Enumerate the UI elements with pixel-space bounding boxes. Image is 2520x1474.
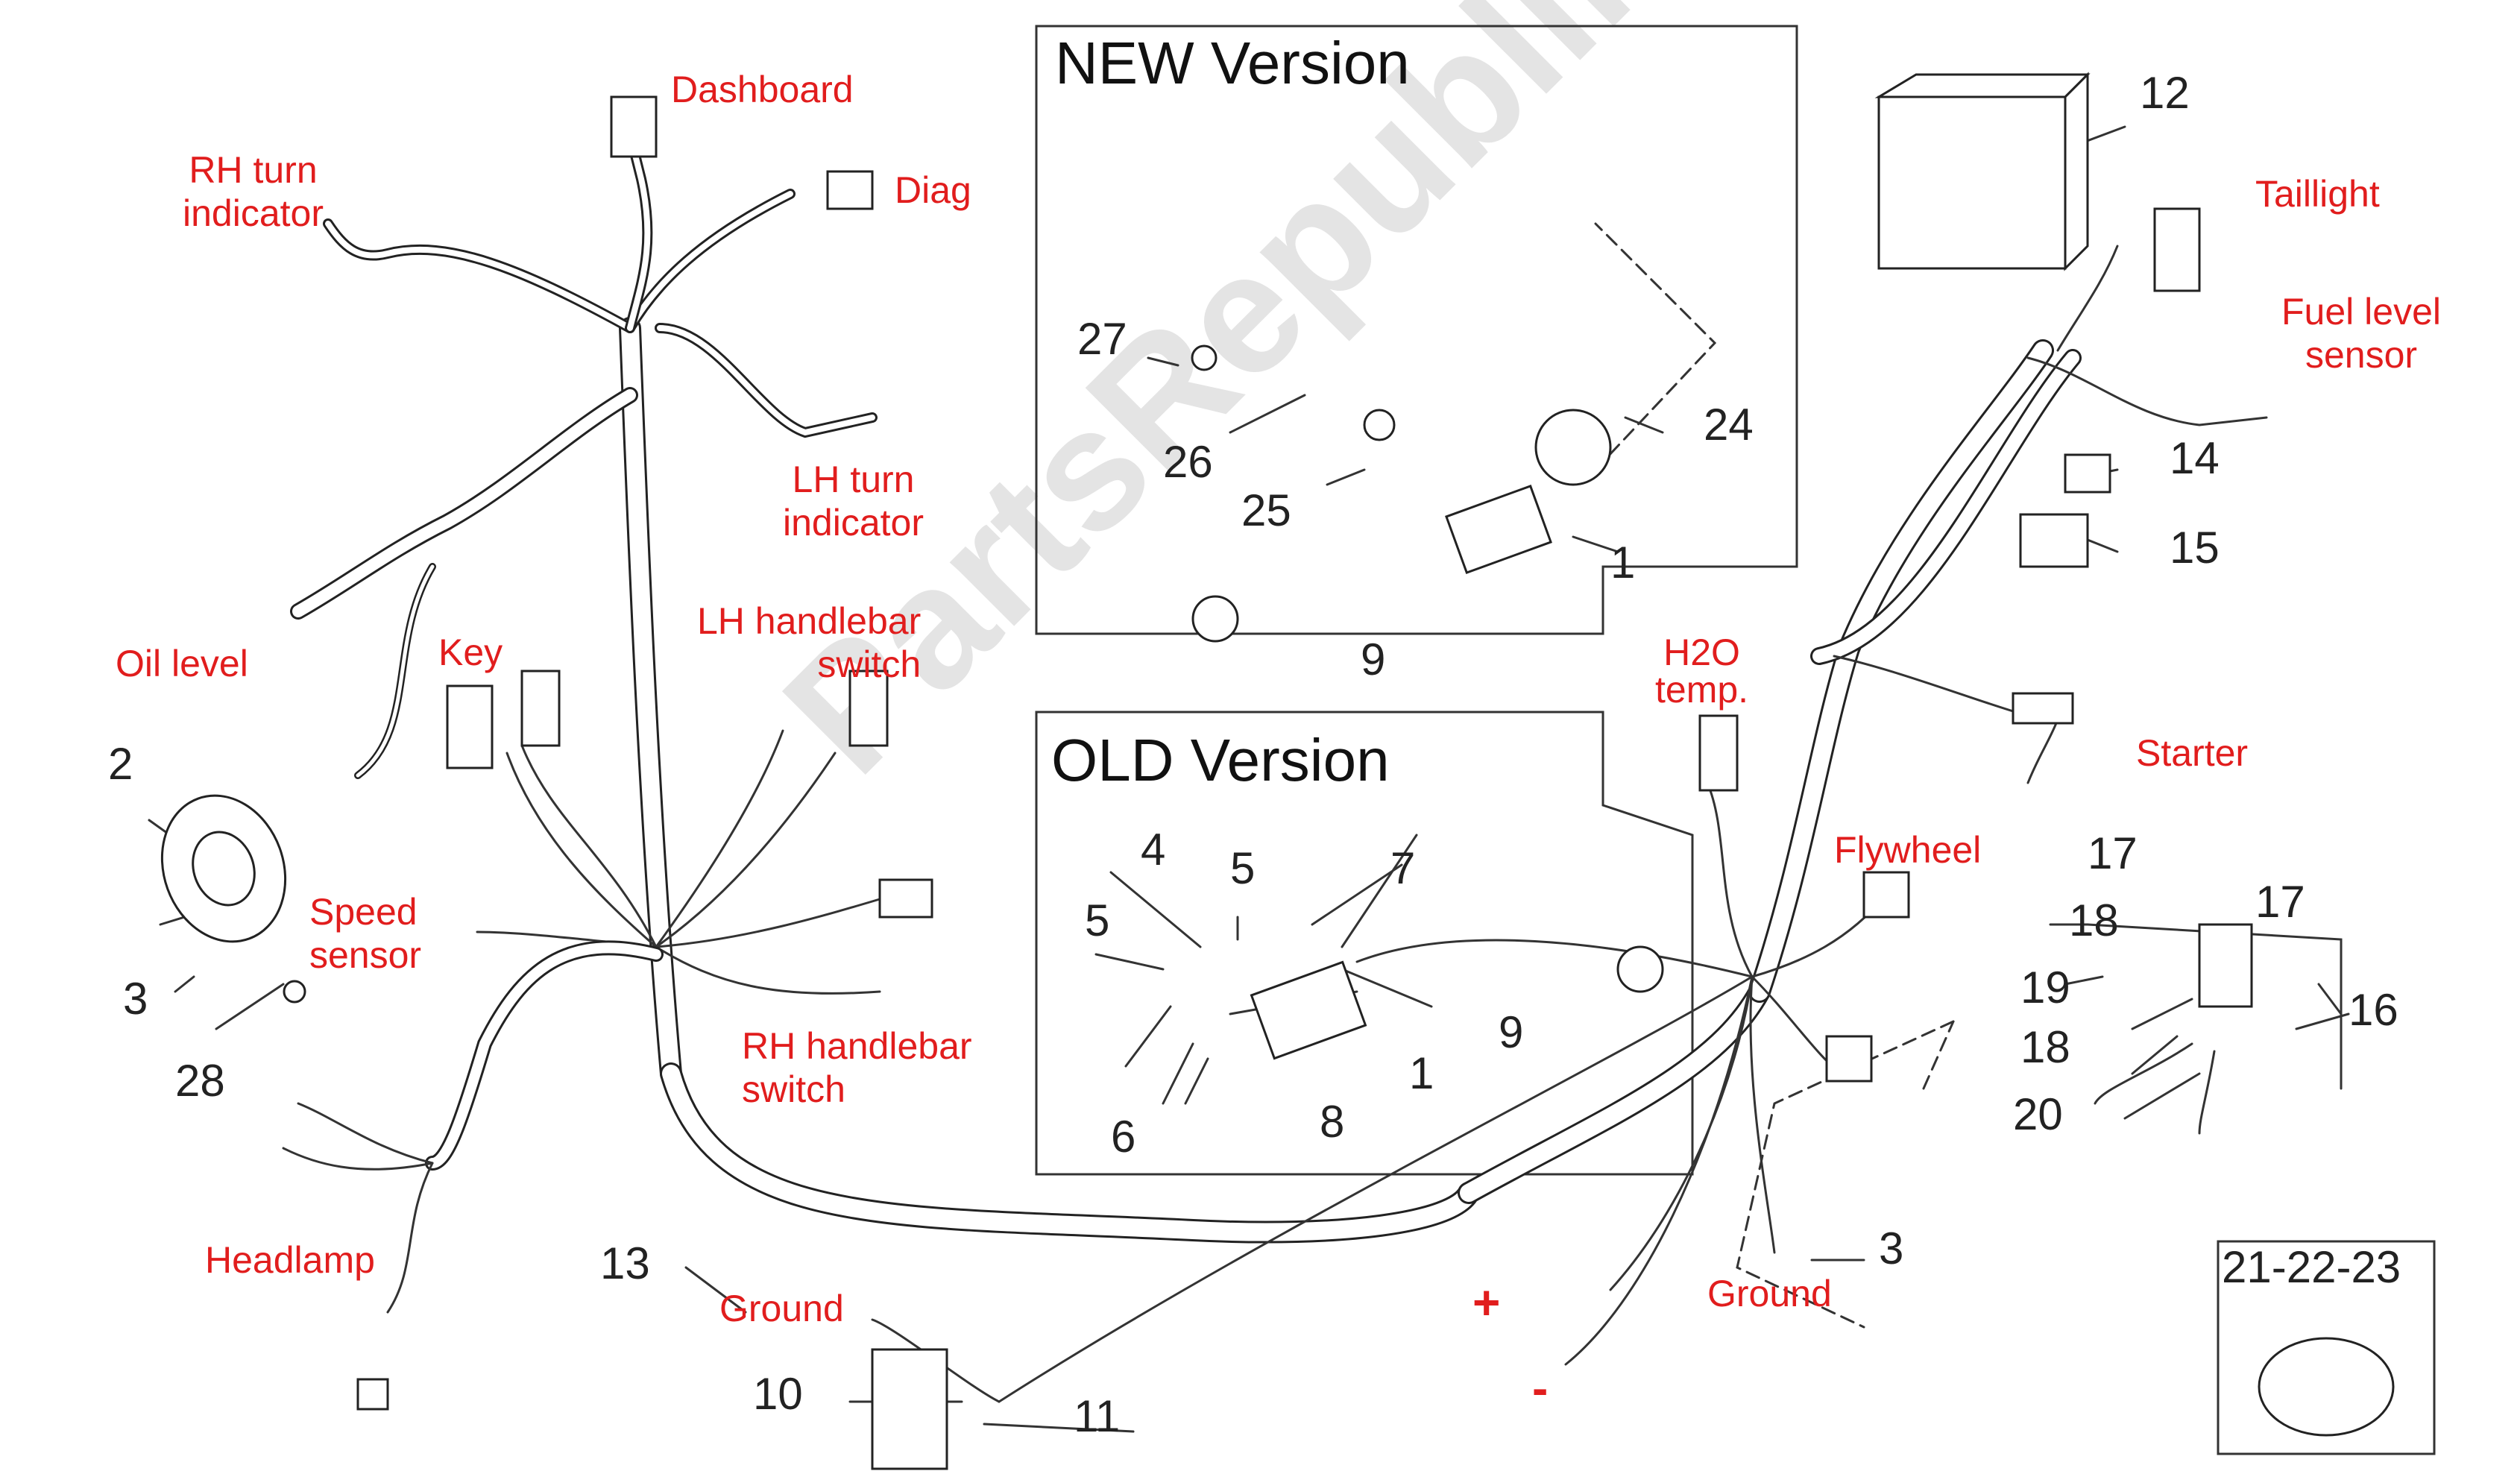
part-number-1-old: 1: [1409, 1048, 1434, 1098]
cdi-new: [1445, 484, 1552, 575]
part-number-2: 2: [108, 739, 133, 789]
battery: [1877, 95, 2067, 270]
part-number-19: 19: [2020, 963, 2070, 1012]
label-speed-sensor: Speed sensor: [309, 891, 422, 976]
spark-cap-new: [1191, 595, 1239, 643]
spark-cap-old: [1616, 945, 1664, 993]
relay-14: [2064, 453, 2111, 494]
part-number-6: 6: [1111, 1112, 1136, 1162]
label-fuel-level-sensor: Fuel level sensor: [2281, 291, 2441, 376]
clip-label: 21-22-23: [2222, 1242, 2401, 1292]
part-number-9-new: 9: [1361, 634, 1386, 684]
label-minus: -: [1532, 1361, 1549, 1415]
part-number-10: 10: [753, 1369, 803, 1419]
old-version-panel: [1035, 711, 1694, 1176]
part-number-3-right: 3: [1879, 1223, 1904, 1273]
part-number-28: 28: [175, 1056, 225, 1106]
part-number-8: 8: [1320, 1097, 1345, 1147]
label-ground-right: Ground: [1707, 1273, 1832, 1314]
label-oil-level: Oil level: [116, 643, 248, 684]
part-number-12: 12: [2140, 68, 2190, 118]
label-h2o-temp: H2O temp.: [1655, 632, 1749, 711]
part-number-4: 4: [1141, 825, 1166, 875]
regulator-10: [871, 1348, 948, 1470]
part-number-3-left: 3: [123, 974, 148, 1024]
clip-21-22-23: [2258, 1337, 2395, 1437]
label-flywheel: Flywheel: [1834, 829, 1982, 871]
part-number-16: 16: [2349, 985, 2398, 1035]
new-version-title: NEW Version: [1055, 30, 1410, 96]
label-key: Key: [438, 632, 503, 673]
part-number-5-right: 5: [1230, 843, 1256, 893]
nut-27: [1191, 344, 1218, 371]
part-number-5-left: 5: [1085, 895, 1110, 945]
part-number-26: 26: [1163, 437, 1213, 487]
label-headlamp: Headlamp: [205, 1239, 375, 1281]
label-lh-handlebar-switch: LH handlebar switch: [697, 600, 922, 685]
part-number-17-top: 17: [2088, 828, 2138, 878]
h2o-sensor: [1698, 714, 1739, 792]
dashboard-connector: [610, 95, 658, 158]
starter-connector: [2012, 692, 2074, 725]
part-number-14: 14: [2170, 433, 2220, 483]
label-rh-handlebar-switch: RH handlebar switch: [742, 1025, 972, 1110]
headlamp-plug: [356, 1378, 389, 1411]
main-harness: [619, 317, 2082, 1244]
diag-connector: [826, 170, 874, 210]
label-diag: Diag: [895, 169, 971, 211]
cdi-old: [1250, 960, 1367, 1060]
label-plus: +: [1472, 1276, 1501, 1329]
label-taillight: Taillight: [2255, 173, 2380, 215]
part-number-13: 13: [600, 1238, 650, 1288]
part-number-27: 27: [1077, 314, 1127, 364]
part-number-20: 20: [2013, 1089, 2063, 1139]
label-starter: Starter: [2136, 732, 2249, 774]
relay-15: [2019, 513, 2089, 568]
key-connector-2: [520, 670, 561, 747]
part-number-17-right: 17: [2255, 877, 2305, 927]
rh-handlebar-connector: [878, 878, 933, 919]
relay-19: [2198, 923, 2253, 1008]
spacer-26: [1363, 409, 1396, 441]
part-number-11: 11: [1074, 1391, 1121, 1441]
part-number-18-bottom: 18: [2020, 1022, 2070, 1072]
label-lh-turn-indicator: LH turn indicator: [783, 459, 924, 544]
part-number-1-new: 1: [1610, 538, 1636, 588]
label-dashboard: Dashboard: [671, 69, 854, 110]
part-number-24: 24: [1704, 400, 1754, 450]
nut-28: [283, 980, 306, 1004]
clip-box: [2217, 1240, 2436, 1455]
part-number-18-top: 18: [2069, 895, 2119, 945]
old-version-title: OLD Version: [1051, 727, 1390, 793]
key-connector: [446, 684, 494, 769]
label-rh-turn-indicator: RH turn indicator: [183, 149, 324, 234]
part-number-9-old: 9: [1499, 1007, 1524, 1057]
part-number-15: 15: [2170, 523, 2220, 573]
label-ground-left: Ground: [719, 1288, 844, 1329]
lh-handlebar-switch: [848, 670, 889, 747]
rear-connector: [1825, 1035, 1873, 1083]
flywheel-connector: [1862, 871, 1910, 919]
pickup-24: [1534, 409, 1612, 486]
new-version-panel: [1035, 25, 1798, 635]
part-number-7: 7: [1390, 843, 1416, 893]
taillight-connector: [2153, 207, 2201, 292]
part-number-25: 25: [1241, 485, 1291, 535]
